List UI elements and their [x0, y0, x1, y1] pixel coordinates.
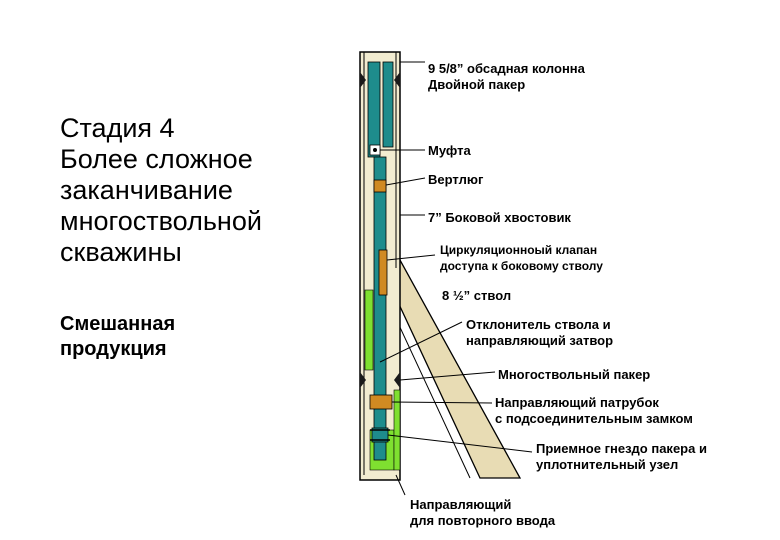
label-line: для повторного ввода [410, 513, 556, 528]
label-liner: 7” Боковой хвостовик [428, 210, 571, 226]
guide-sub-icon [369, 394, 393, 410]
subtitle-line: продукция [60, 338, 167, 360]
label-line: Отклонитель ствола и [466, 317, 611, 332]
label-line: 9 5/8” обсадная колонна [428, 61, 585, 76]
label-guide: Направляющий патрубок с подсоединительны… [495, 395, 693, 427]
label-line: 7” Боковой хвостовик [428, 210, 571, 225]
leader-swivel [385, 177, 426, 186]
label-line: Приемное гнездо пакера и [536, 441, 707, 456]
label-valve: Циркуляционноый клапан доступа к боковом… [440, 242, 603, 274]
label-line: уплотнительный узел [536, 457, 679, 472]
slide-title: Стадия 4 Более сложное заканчивание мног… [60, 113, 262, 268]
label-line: Циркуляционноый клапан [440, 243, 598, 257]
title-line: многоствольной [60, 206, 262, 236]
slide-subtitle: Смешанная продукция [60, 312, 175, 362]
label-deflector: Отклонитель ствола и направляющий затвор [466, 317, 613, 349]
title-line: Стадия 4 [60, 113, 175, 143]
tubing-string-1 [367, 61, 381, 158]
label-receptacle: Приемное гнездо пакера и уплотнительный … [536, 441, 707, 473]
tubing-string-2 [382, 61, 394, 148]
label-line: 8 ½” ствол [442, 288, 512, 303]
label-casing: 9 5/8” обсадная колонна Двойной пакер [428, 61, 585, 93]
leader-deflector [379, 321, 463, 363]
valve-sleeve [378, 249, 388, 296]
label-bore: 8 ½” ствол [442, 288, 511, 304]
label-line: Муфта [428, 143, 471, 158]
label-line: Направляющий [410, 497, 512, 512]
label-line: Направляющий патрубок [495, 395, 659, 410]
dual-packer-right [394, 72, 400, 88]
green-zone-right [393, 389, 401, 471]
leader-guide [391, 401, 493, 404]
leader-receptacle [387, 434, 533, 453]
coupling-dot [373, 148, 377, 152]
label-reentry: Направляющий для повторного ввода [410, 497, 555, 529]
green-zone-left [364, 289, 374, 371]
label-line: направляющий затвор [466, 333, 614, 348]
subtitle-line: Смешанная [60, 313, 176, 335]
leader-ml-packer [399, 371, 496, 381]
label-line: доступа к боковому стволу [440, 259, 603, 273]
swivel-icon [373, 179, 387, 193]
label-swivel: Вертлюг [428, 172, 483, 188]
dual-packer-left [360, 72, 366, 88]
title-line: скважины [60, 237, 182, 267]
label-line: Многоствольный пакер [498, 367, 651, 382]
leader-valve [386, 254, 436, 261]
ml-packer-left [360, 372, 366, 388]
title-line: Более сложное [60, 144, 253, 174]
label-line: Двойной пакер [428, 77, 526, 92]
ml-packer-right [394, 372, 400, 388]
title-line: заканчивание [60, 175, 233, 205]
label-ml-packer: Многоствольный пакер [498, 367, 650, 383]
label-line: с подсоединительным замком [495, 411, 693, 426]
label-coupling: Муфта [428, 143, 471, 159]
leader-reentry [395, 474, 406, 496]
label-line: Вертлюг [428, 172, 484, 187]
